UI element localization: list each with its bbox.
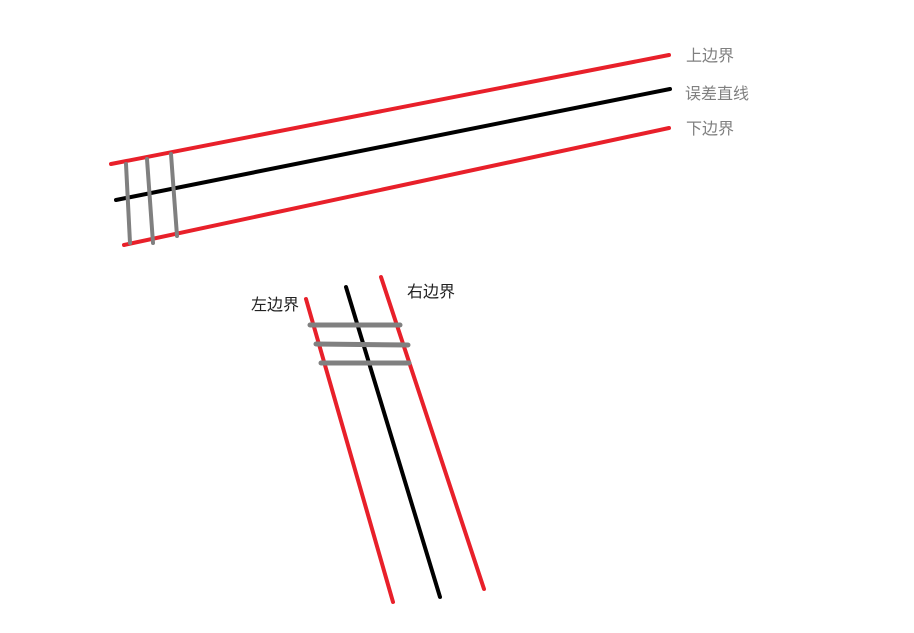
- left-boundary-label: 左边界: [251, 295, 300, 314]
- connector-line: [124, 162, 132, 245]
- right-boundary-label: 右边界: [407, 282, 456, 301]
- right-boundary-line: [379, 275, 486, 591]
- lower-boundary-label: 下边界: [686, 119, 735, 138]
- lower-boundary-line: [122, 126, 671, 247]
- connector-line: [313, 341, 411, 348]
- upper-boundary-line: [109, 53, 671, 166]
- error-line-sloped: [114, 87, 672, 202]
- error-line-steep: [344, 285, 442, 599]
- sloped-band-group: [109, 53, 672, 247]
- left-boundary-line: [304, 297, 395, 604]
- steep-band-group: [304, 275, 486, 604]
- connector-line: [145, 157, 155, 245]
- connector-line: [169, 152, 179, 238]
- upper-boundary-label: 上边界: [686, 46, 735, 65]
- error-line-label: 误差直线: [685, 84, 750, 103]
